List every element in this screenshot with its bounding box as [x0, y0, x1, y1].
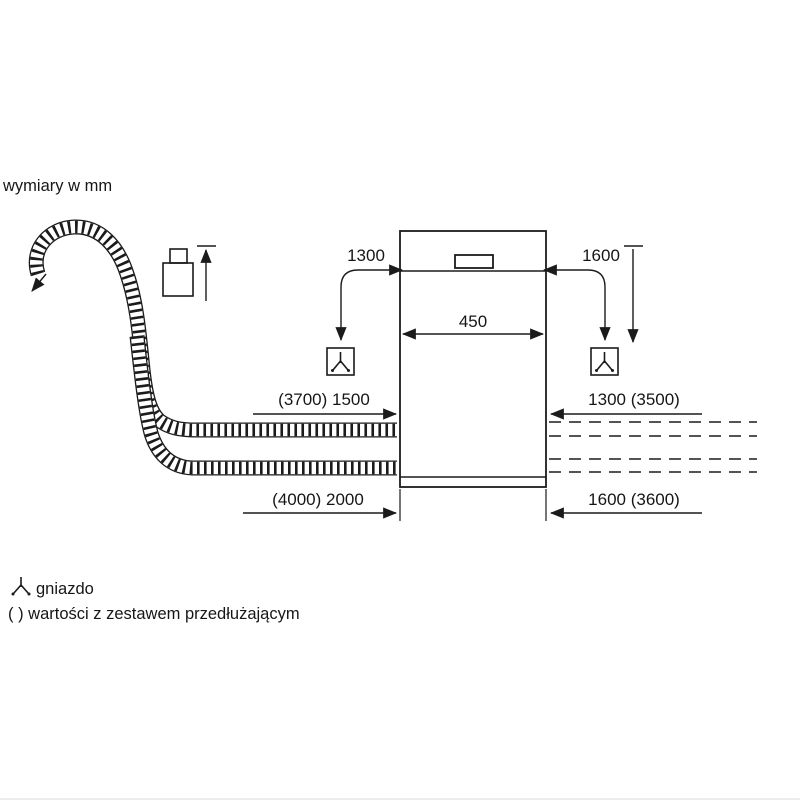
dim-hose-bottom-left: (4000) 2000 — [243, 490, 398, 519]
dim-socket-left-label: 1300 — [347, 246, 385, 265]
dim-hose-mid-right-label: 1300 (3500) — [588, 390, 680, 409]
legend-socket-icon — [11, 577, 31, 596]
dim-hose-bottom-left-label: (4000) 2000 — [272, 490, 364, 509]
dim-hose-mid-left-label: (3700) 1500 — [278, 390, 370, 409]
dim-socket-left: 1300 — [335, 246, 404, 342]
dim-hose-mid-left: (3700) 1500 — [253, 390, 398, 420]
legend: gniazdo ( ) wartości z zestawem przedłuż… — [8, 577, 300, 623]
legend-extension-note: ( ) wartości z zestawem przedłużającym — [8, 605, 300, 623]
dishwasher-outline — [399, 230, 547, 488]
hose-direction-arrow-icon — [31, 273, 47, 292]
dim-hose-mid-right: 1300 (3500) — [549, 390, 702, 420]
supply-hose-icon — [129, 335, 397, 476]
dim-width-label: 450 — [459, 312, 487, 331]
socket-left-icon — [326, 347, 355, 376]
dim-hose-bottom-right-label: 1600 (3600) — [588, 490, 680, 509]
legend-socket-label: gniazdo — [36, 580, 94, 598]
drain-hose-icon — [28, 219, 397, 438]
dim-socket-right-label: 1600 — [582, 246, 620, 265]
control-display — [454, 254, 494, 269]
extension-hoses-dashed — [549, 421, 757, 473]
socket-right-icon — [590, 347, 619, 376]
tap-connector-icon — [162, 245, 216, 301]
dim-socket-right: 1600 — [542, 245, 643, 344]
dim-width: 450 — [401, 312, 545, 340]
dim-hose-bottom-right: 1600 (3600) — [549, 490, 702, 519]
diagram-title: wymiary w mm — [2, 177, 112, 195]
